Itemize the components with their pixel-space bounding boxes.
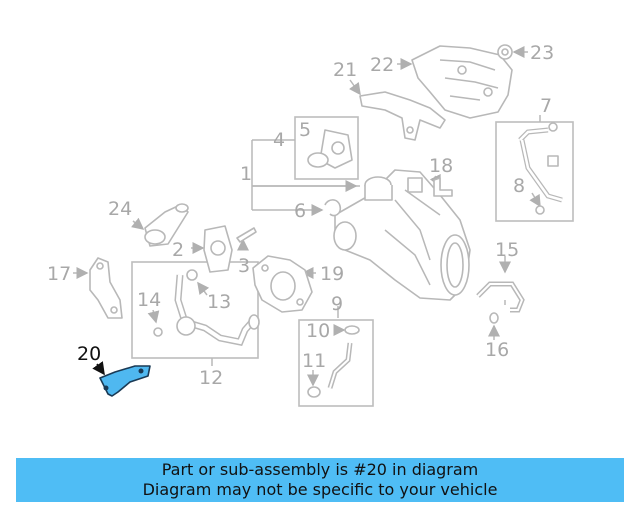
part-1-turbocharger xyxy=(333,169,471,301)
callout-21: 21 xyxy=(333,59,357,81)
callout-9: 9 xyxy=(331,293,343,315)
part-2-gasket xyxy=(203,225,233,273)
callout-16: 16 xyxy=(485,339,509,361)
part-12-coolant-pipe xyxy=(174,274,260,346)
banner-line-1: Part or sub-assembly is #20 in diagram xyxy=(161,460,479,479)
box-part-7 xyxy=(495,121,574,222)
callout-19: 19 xyxy=(320,263,344,285)
callout-4: 4 xyxy=(273,129,285,151)
part-15-pipe xyxy=(476,281,525,313)
part-19-flange xyxy=(252,255,313,313)
callout-5: 5 xyxy=(299,119,311,141)
part-22-heat-shield xyxy=(411,45,513,119)
part-6-clip xyxy=(324,199,342,217)
box-part-4 xyxy=(294,116,359,180)
leader-lines xyxy=(73,46,541,387)
box-part-12 xyxy=(131,261,259,359)
callout-22: 22 xyxy=(370,54,394,76)
info-banner: Part or sub-assembly is #20 in diagram D… xyxy=(16,458,624,502)
part-3-stud xyxy=(236,227,257,243)
callout-10: 10 xyxy=(306,320,330,342)
part-5-valve-housing xyxy=(307,129,353,169)
callout-2: 2 xyxy=(172,239,184,261)
part-16-seal xyxy=(489,312,499,324)
callout-20: 20 xyxy=(77,343,101,365)
part-17-bracket xyxy=(89,257,123,319)
callout-15: 15 xyxy=(495,239,519,261)
part-18-bracket xyxy=(433,177,453,197)
callout-3: 3 xyxy=(238,255,250,277)
callout-7: 7 xyxy=(540,95,552,117)
callout-18: 18 xyxy=(429,155,453,177)
part-20-bracket-highlighted xyxy=(92,361,151,397)
part-21-bracket xyxy=(359,91,446,141)
callout-numbers: 1 2 3 4 5 6 7 8 9 10 11 12 13 14 15 16 1… xyxy=(47,42,554,389)
part-7-oil-line xyxy=(518,122,563,215)
callout-1: 1 xyxy=(240,163,252,185)
banner-line-2: Diagram may not be specific to your vehi… xyxy=(142,480,498,499)
callout-13: 13 xyxy=(207,291,231,313)
box-part-9 xyxy=(298,319,374,407)
callout-11: 11 xyxy=(302,350,326,372)
part-24-intake-hose xyxy=(144,203,189,247)
callout-17: 17 xyxy=(47,263,71,285)
callout-6: 6 xyxy=(294,200,306,222)
callout-23: 23 xyxy=(530,42,554,64)
callout-12: 12 xyxy=(199,367,223,389)
callout-14: 14 xyxy=(137,289,161,311)
part-14-seal xyxy=(153,327,163,337)
part-23-nut xyxy=(497,44,513,60)
callout-8: 8 xyxy=(513,175,525,197)
callout-24: 24 xyxy=(108,198,132,220)
part-9-pipe xyxy=(307,325,360,398)
part-13-seal xyxy=(186,269,198,281)
